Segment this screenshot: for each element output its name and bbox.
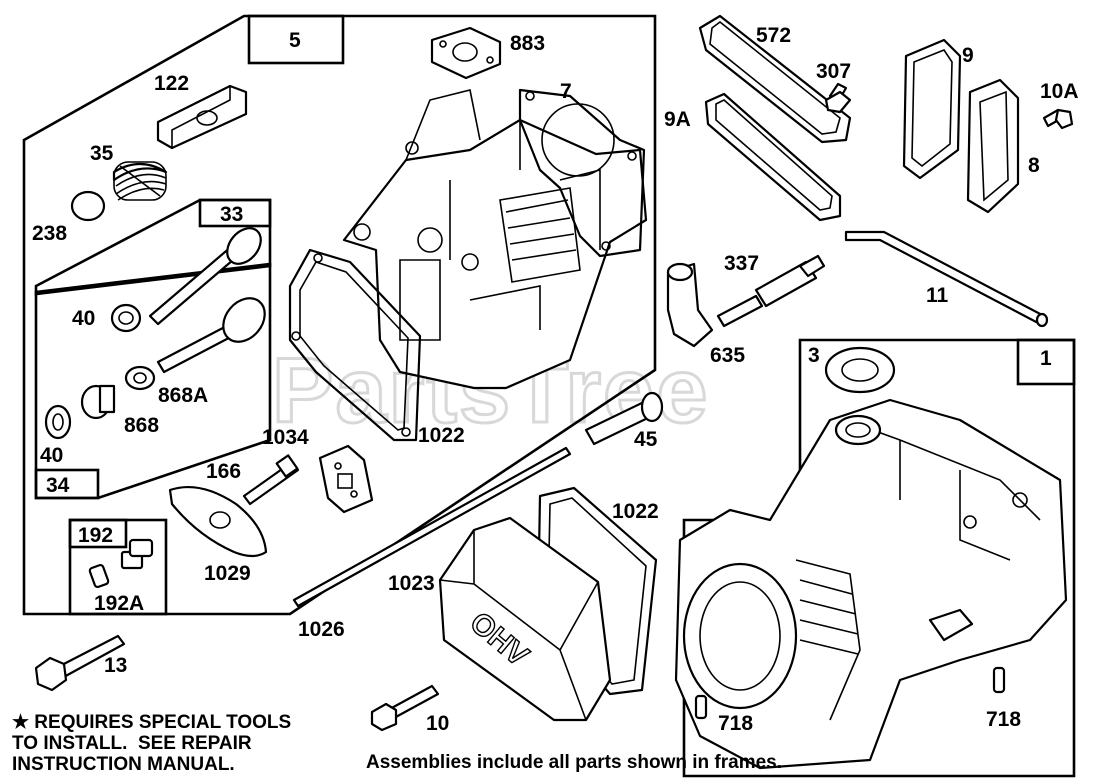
part-1026-pushrod xyxy=(292,446,572,608)
part-238-cap xyxy=(70,190,106,222)
frame-1-label: 1 xyxy=(1040,347,1052,370)
label-1022-upper: 1022 xyxy=(418,424,465,447)
part-883-gasket xyxy=(430,26,502,80)
part-122-spacer xyxy=(156,84,248,150)
part-8-cover xyxy=(966,78,1020,214)
part-718-dowel-left xyxy=(694,694,708,720)
part-868a-washer xyxy=(124,365,156,391)
frame-33-label: 33 xyxy=(220,203,243,226)
label-3: 3 xyxy=(808,344,820,367)
part-40-seal-lower xyxy=(44,404,72,440)
frame-192-tag xyxy=(68,518,128,549)
part-1034-plate xyxy=(318,444,374,514)
label-307: 307 xyxy=(816,60,851,83)
frame-1-tag xyxy=(1016,338,1076,386)
label-883: 883 xyxy=(510,32,545,55)
label-1022-lower: 1022 xyxy=(612,500,659,523)
label-868a: 868A xyxy=(158,384,208,407)
label-35: 35 xyxy=(90,142,114,165)
assemblies-note: Assemblies include all parts shown in fr… xyxy=(366,752,783,773)
label-10a: 10A xyxy=(1040,80,1079,103)
label-868: 868 xyxy=(124,414,159,437)
frame-34 xyxy=(34,262,272,500)
label-11: 11 xyxy=(926,284,949,307)
label-9: 9 xyxy=(962,44,974,67)
label-1023: 1023 xyxy=(388,572,435,595)
part-192a-setscrew xyxy=(88,563,110,589)
part-10-bolt xyxy=(370,684,440,732)
part-192-fitting xyxy=(120,538,154,570)
label-1034: 1034 xyxy=(262,426,309,449)
part-3-seal xyxy=(824,346,896,394)
label-45: 45 xyxy=(634,428,658,451)
label-40-lower: 40 xyxy=(40,444,63,467)
frame-5-label: 5 xyxy=(289,29,301,52)
frame-34-tag xyxy=(34,468,100,500)
part-45-guide xyxy=(584,391,664,446)
label-9a: 9A xyxy=(664,108,691,131)
label-238: 238 xyxy=(32,222,67,245)
part-1-cylinder-block xyxy=(674,398,1068,770)
part-572-gasket xyxy=(698,14,852,144)
part-307-bolt xyxy=(824,82,852,114)
label-718-right: 718 xyxy=(986,708,1021,731)
part-337-spark-plug xyxy=(716,254,826,328)
part-11-tube xyxy=(844,230,1049,328)
frame-33-tag xyxy=(198,198,272,228)
part-1029-rocker xyxy=(168,486,268,558)
label-337: 337 xyxy=(724,252,759,275)
label-122: 122 xyxy=(154,72,189,95)
part-13-bolt xyxy=(34,634,126,692)
part-35-spring xyxy=(112,161,168,201)
frame-5-tag xyxy=(247,14,345,65)
part-cylinder-head xyxy=(342,89,648,390)
part-9-gasket xyxy=(902,38,962,180)
frame-34-label: 34 xyxy=(46,474,70,497)
part-718-dowel-right xyxy=(992,666,1006,694)
part-34-valve xyxy=(156,297,266,374)
special-tools-note: ★ REQUIRES SPECIAL TOOLS TO INSTALL. SEE… xyxy=(12,712,292,775)
label-718-left: 718 xyxy=(718,712,753,735)
part-10a-screw xyxy=(1042,108,1074,130)
label-13: 13 xyxy=(104,654,127,677)
label-635: 635 xyxy=(710,344,745,367)
label-7: 7 xyxy=(560,80,572,103)
label-1029: 1029 xyxy=(204,562,251,585)
frame-192-label: 192 xyxy=(78,524,113,547)
label-8: 8 xyxy=(1028,154,1040,177)
part-1022-gasket-upper xyxy=(288,248,422,442)
part-33-valve xyxy=(148,227,262,326)
part-868-retainer xyxy=(80,384,116,420)
part-7-head-gasket xyxy=(518,88,646,258)
label-166: 166 xyxy=(206,460,241,483)
part-40-seal-upper xyxy=(110,303,142,333)
part-9a-gasket xyxy=(704,92,842,222)
label-572: 572 xyxy=(756,24,791,47)
part-635-boot xyxy=(666,262,714,348)
frame-5 xyxy=(22,14,657,616)
part-166-stud xyxy=(242,454,300,506)
part-1023-valve-cover: OHV xyxy=(438,516,612,722)
label-40-upper: 40 xyxy=(72,307,95,330)
label-10: 10 xyxy=(426,712,449,735)
label-192a: 192A xyxy=(94,592,144,615)
label-1026: 1026 xyxy=(298,618,345,641)
